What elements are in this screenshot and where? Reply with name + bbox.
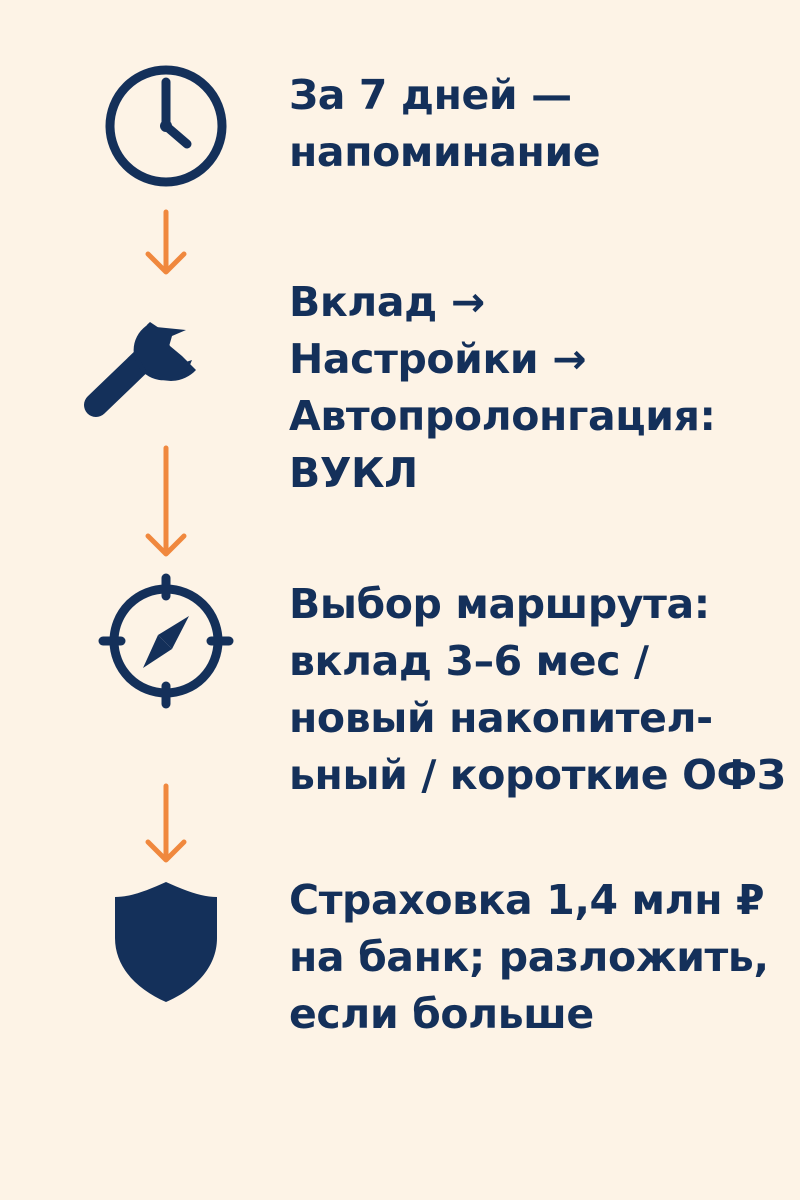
step-4-line-3: если больше xyxy=(289,990,594,1038)
down-arrow-icon xyxy=(145,209,187,275)
step-2-line-2: Настройки → xyxy=(289,335,587,383)
wrench-icon xyxy=(84,322,196,417)
clock-icon xyxy=(105,65,227,187)
step-4-text: Страховка 1,4 млн ₽ на банк; разложить, … xyxy=(289,872,769,1043)
step-3-text: Выбор маршрута: вклад 3–6 мес / новый на… xyxy=(289,576,786,804)
step-3-line-4: ьный / короткие ОФЗ xyxy=(289,751,786,799)
shield-icon xyxy=(115,882,217,1002)
step-3-line-3: новый накопител- xyxy=(289,694,713,742)
step-3-line-2: вклад 3–6 мес / xyxy=(289,637,649,685)
step-1-text: За 7 дней — напоминание xyxy=(289,67,601,181)
step-4-line-2: на банк; разложить, xyxy=(289,933,769,981)
step-2-line-1: Вклад → xyxy=(289,278,485,326)
step-1-line-2: напоминание xyxy=(289,128,601,176)
step-2-text: Вклад → Настройки → Автопролонгация: ВУК… xyxy=(289,274,716,502)
step-4-line-1: Страховка 1,4 млн ₽ xyxy=(289,876,765,924)
step-2-line-4: ВУКЛ xyxy=(289,449,418,497)
step-1-line-1: За 7 дней — xyxy=(289,71,572,119)
step-3-line-1: Выбор маршрута: xyxy=(289,580,710,628)
compass-icon xyxy=(98,573,234,709)
step-2-line-3: Автопролонгация: xyxy=(289,392,716,440)
down-arrow-icon xyxy=(145,783,187,863)
down-arrow-icon xyxy=(145,445,187,557)
